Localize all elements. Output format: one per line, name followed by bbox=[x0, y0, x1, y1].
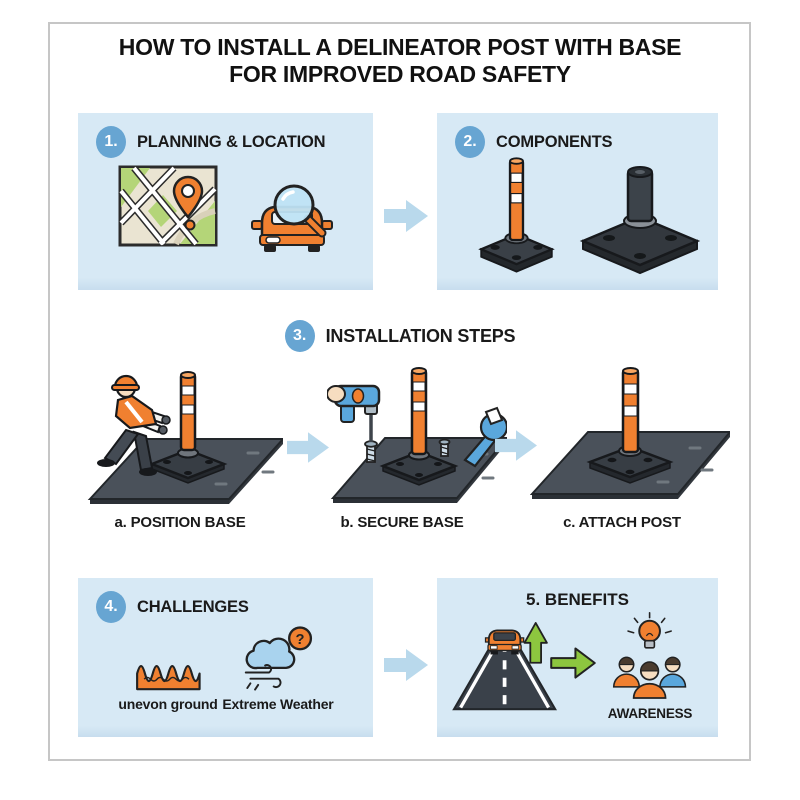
step-number-badge: 2. bbox=[455, 126, 485, 158]
page-title-line1: HOW TO INSTALL A DELINEATOR POST WITH BA… bbox=[118, 34, 682, 60]
panel-components: 2. COMPONENTS bbox=[437, 113, 718, 290]
lightbulb-icon bbox=[638, 619, 661, 643]
planning-header: 1. PLANNING & LOCATION bbox=[96, 126, 326, 158]
awareness-label: AWARENESS bbox=[607, 706, 693, 721]
components-header: 2. COMPONENTS bbox=[455, 126, 612, 158]
challenges-header: 4. CHALLENGES bbox=[96, 591, 249, 623]
installation-title: INSTALLATION STEPS bbox=[325, 325, 516, 346]
step-number-badge: 4. bbox=[96, 591, 126, 623]
road-improvement-icon bbox=[452, 622, 557, 711]
bolt-icon bbox=[364, 440, 378, 463]
page-title: HOW TO INSTALL A DELINEATOR POST WITH BA… bbox=[100, 34, 700, 88]
car-icon bbox=[484, 629, 525, 655]
map-icon bbox=[118, 165, 218, 247]
question-mark: ? bbox=[296, 632, 305, 648]
up-arrow-icon bbox=[523, 622, 548, 664]
page-title-line2: FOR IMPROVED ROAD SAFETY bbox=[229, 61, 571, 87]
installation-header: 3. INSTALLATION STEPS bbox=[0, 320, 800, 352]
components-title: COMPONENTS bbox=[496, 133, 613, 151]
arrow-right-icon bbox=[384, 649, 428, 681]
step-b-label: b. SECURE BASE bbox=[340, 514, 464, 531]
uneven-ground-icon bbox=[136, 665, 201, 691]
wrench-icon bbox=[463, 406, 507, 468]
person-center bbox=[632, 661, 667, 699]
step-number-badge: 1. bbox=[96, 126, 126, 158]
challenge-weather-label: Extreme Weather bbox=[222, 696, 334, 712]
step-number-badge: 3. bbox=[284, 320, 315, 352]
people-awareness-icon bbox=[612, 612, 687, 699]
challenges-title: CHALLENGES bbox=[137, 598, 249, 616]
car-inspection-icon bbox=[251, 184, 333, 252]
map-dot bbox=[184, 219, 196, 231]
arrow-right-icon bbox=[384, 200, 428, 232]
cloud-icon bbox=[245, 637, 296, 670]
person-left bbox=[612, 656, 641, 688]
delineator-post-icon bbox=[478, 157, 555, 273]
magnifier-handle bbox=[305, 216, 325, 236]
drill-icon bbox=[327, 384, 381, 442]
panel-planning: 1. PLANNING & LOCATION bbox=[78, 113, 373, 290]
drill-secure-base-icon bbox=[327, 367, 507, 503]
hand-icon bbox=[327, 385, 346, 403]
green-arrow-icon bbox=[550, 647, 596, 679]
worker-position-base-icon bbox=[87, 371, 283, 504]
person-right bbox=[659, 656, 687, 688]
worker-figure bbox=[97, 374, 171, 476]
planning-title: PLANNING & LOCATION bbox=[137, 133, 326, 151]
step-a-label: a. POSITION BASE bbox=[114, 514, 246, 531]
attached-post-icon bbox=[530, 367, 730, 499]
extreme-weather-icon: ? bbox=[244, 626, 313, 691]
arrow-right-icon bbox=[287, 432, 329, 463]
challenge-ground-label: unevon ground bbox=[118, 696, 218, 712]
panel-challenges: 4. CHALLENGES ? unevon ground Extreme We… bbox=[78, 578, 373, 737]
step-c-label: c. ATTACH POST bbox=[563, 514, 681, 531]
arrow-right-icon bbox=[495, 430, 537, 461]
question-badge bbox=[288, 626, 313, 651]
base-icon bbox=[579, 166, 701, 275]
benefits-title: 5. BENEFITS bbox=[526, 590, 629, 609]
bolt-icon bbox=[438, 438, 451, 457]
bulb-rays bbox=[627, 612, 672, 634]
panel-benefits: 5. BENEFITS bbox=[437, 578, 718, 737]
